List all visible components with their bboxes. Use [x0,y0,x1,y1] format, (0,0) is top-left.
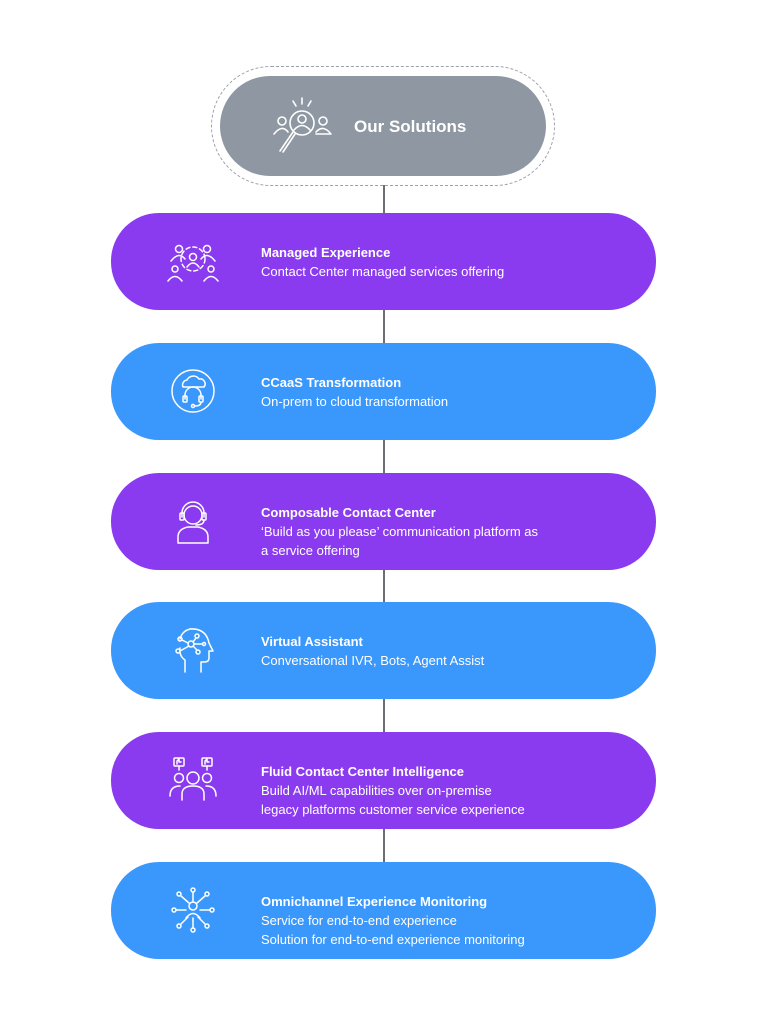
network-person-icon [166,886,220,934]
hero-dashed-ring [211,66,555,186]
agent-headset-icon [166,497,220,545]
card-description-line: Contact Center managed services offering [261,264,505,279]
connector-line [383,827,385,864]
connector-line [383,309,385,345]
card-description-line: Conversational IVR, Bots, Agent Assist [261,653,485,668]
hero-title: Our Solutions [354,117,467,136]
card-title: Virtual Assistant [261,634,363,649]
search-people-icon [272,96,334,156]
ai-head-icon [166,626,220,674]
card-description-line: Solution for end-to-end experience monit… [261,932,525,947]
solution-card-ccaas-transformation[interactable]: CCaaS Transformation On-prem to cloud tr… [111,343,656,440]
solutions-hero[interactable]: Our Solutions [220,76,546,176]
card-title: Fluid Contact Center Intelligence [261,764,464,779]
card-title: Composable Contact Center [261,505,436,520]
connector-line [383,438,385,475]
card-title: Managed Experience [261,245,391,260]
card-description-line: ‘Build as you please’ communication plat… [261,524,538,539]
group-feedback-icon [166,756,220,804]
team-gear-icon [166,237,220,285]
card-description-line: Service for end-to-end experience [261,913,457,928]
solution-card-managed-experience[interactable]: Managed Experience Contact Center manage… [111,213,656,310]
connector-line [383,185,385,214]
solution-card-composable-contact-center[interactable]: Composable Contact Center ‘Build as you … [111,473,656,570]
solution-card-omnichannel-experience-monitoring[interactable]: Omnichannel Experience Monitoring Servic… [111,862,656,959]
connector-line [383,568,385,604]
card-title: CCaaS Transformation [261,375,402,390]
solution-card-fluid-contact-center-intelligence[interactable]: Fluid Contact Center Intelligence Build … [111,732,656,829]
card-description-line: a service offering [261,543,360,558]
card-description-line: On-prem to cloud transformation [261,394,449,409]
card-description-line: legacy platforms customer service experi… [261,802,525,817]
card-description-line: Build AI/ML capabilities over on-premise [261,783,492,798]
solution-card-virtual-assistant[interactable]: Virtual Assistant Conversational IVR, Bo… [111,602,656,699]
card-title: Omnichannel Experience Monitoring [261,894,488,909]
connector-line [383,697,385,734]
cloud-headset-icon [166,367,220,415]
